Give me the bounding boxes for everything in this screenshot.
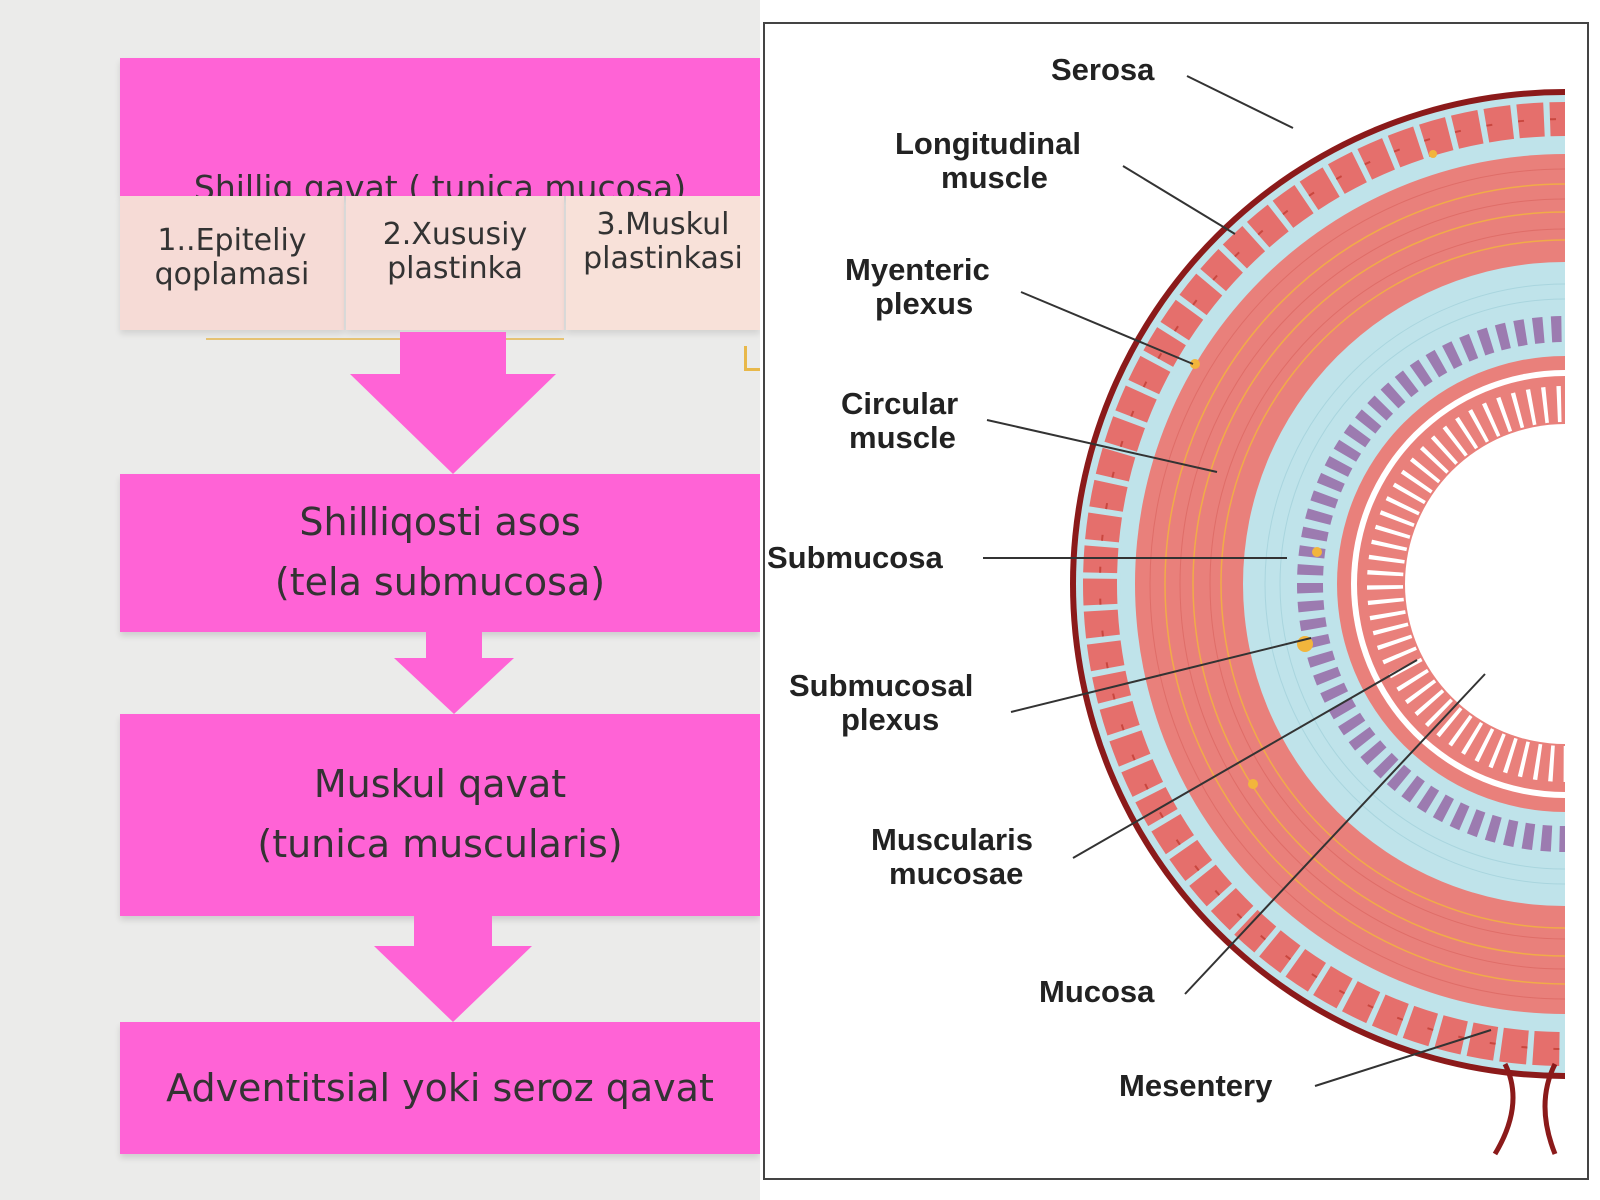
sublayer-muscularis-mucosae: 3.Muskul plastinkasi: [566, 196, 760, 330]
label-longitudinal-2: muscle: [941, 160, 1048, 195]
label-circular-1: Circular: [841, 386, 958, 421]
divider-line: [206, 338, 564, 340]
sublayer-lamina-propria-line1: 2.Xususiy: [382, 217, 528, 252]
muscularis-line1: Muskul qavat: [313, 762, 567, 806]
label-submucosal-1: Submucosal: [789, 668, 973, 703]
mucosa-title: Shilliq qavat ( tunica mucosa): [193, 168, 687, 196]
label-serosa: Serosa: [1051, 52, 1155, 87]
sublayer-epithelium: 1..Epiteliy qoplamasi: [120, 196, 344, 330]
corner-mark: [744, 346, 763, 371]
glands-ring: [1297, 316, 1565, 852]
gut-wall-figure: Serosa Longitudinal muscle Myenteric ple…: [763, 22, 1589, 1180]
label-myenteric-1: Myenteric: [845, 252, 990, 287]
submucosa-line1: Shilliqosti asos: [299, 500, 581, 544]
submucosa-line2: (tela submucosa): [274, 560, 606, 604]
sublayer-epithelium-line1: 1..Epiteliy: [157, 223, 307, 258]
label-longitudinal-1: Longitudinal: [895, 126, 1081, 161]
label-mucosa: Mucosa: [1039, 974, 1155, 1009]
adventitia-box: Adventitsial yoki seroz qavat: [120, 1022, 760, 1154]
sublayer-epithelium-line2: qoplamasi: [154, 257, 310, 292]
label-muscularis-1: Muscularis: [871, 822, 1033, 857]
longitudinal-muscle-ring: [1083, 102, 1565, 1066]
mucosa-box: [120, 58, 760, 196]
sublayer-muscularis-mucosae-line2: plastinkasi: [583, 241, 743, 276]
sublayer-lamina-propria-line2: plastinka: [387, 251, 523, 286]
label-submucosal-2: plexus: [841, 702, 939, 737]
mesentery-shape: [1492, 1062, 1516, 1156]
sublayer-muscularis-mucosae-line1: 3.Muskul: [596, 207, 730, 242]
muscularis-line2: (tunica muscularis): [257, 822, 623, 866]
adventitia-line1: Adventitsial yoki seroz qavat: [166, 1066, 714, 1110]
submucosa-box: Shilliqosti asos (tela submucosa): [120, 474, 760, 632]
lumen: [1405, 424, 1565, 744]
label-submucosa: Submucosa: [767, 540, 943, 575]
label-mesentery: Mesentery: [1119, 1068, 1273, 1103]
label-myenteric-2: plexus: [875, 286, 973, 321]
label-circular-2: muscle: [849, 420, 956, 455]
gut-wall-cross-section: Serosa Longitudinal muscle Myenteric ple…: [767, 52, 1565, 1156]
label-muscularis-2: mucosae: [889, 856, 1023, 891]
sublayer-lamina-propria: 2.Xususiy plastinka: [346, 196, 564, 330]
muscularis-box: Muskul qavat (tunica muscularis): [120, 714, 760, 916]
